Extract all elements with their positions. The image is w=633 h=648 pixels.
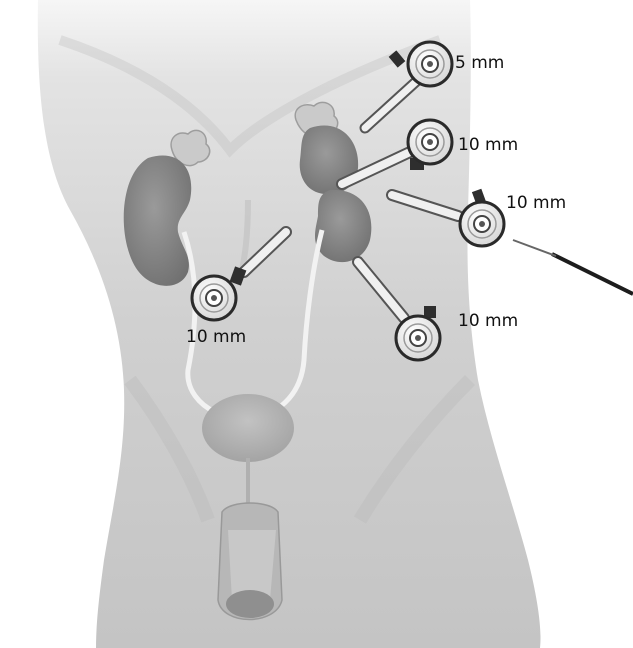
label-port-right-lateral: 10 mm [506, 193, 566, 213]
label-port-upper-right: 10 mm [458, 135, 518, 155]
label-port-top: 5 mm [455, 53, 504, 73]
genital-drape [228, 530, 276, 600]
genital-tip [226, 590, 274, 618]
label-port-left-midline: 10 mm [186, 327, 246, 347]
bladder [202, 394, 294, 462]
label-port-lower-right: 10 mm [458, 311, 518, 331]
